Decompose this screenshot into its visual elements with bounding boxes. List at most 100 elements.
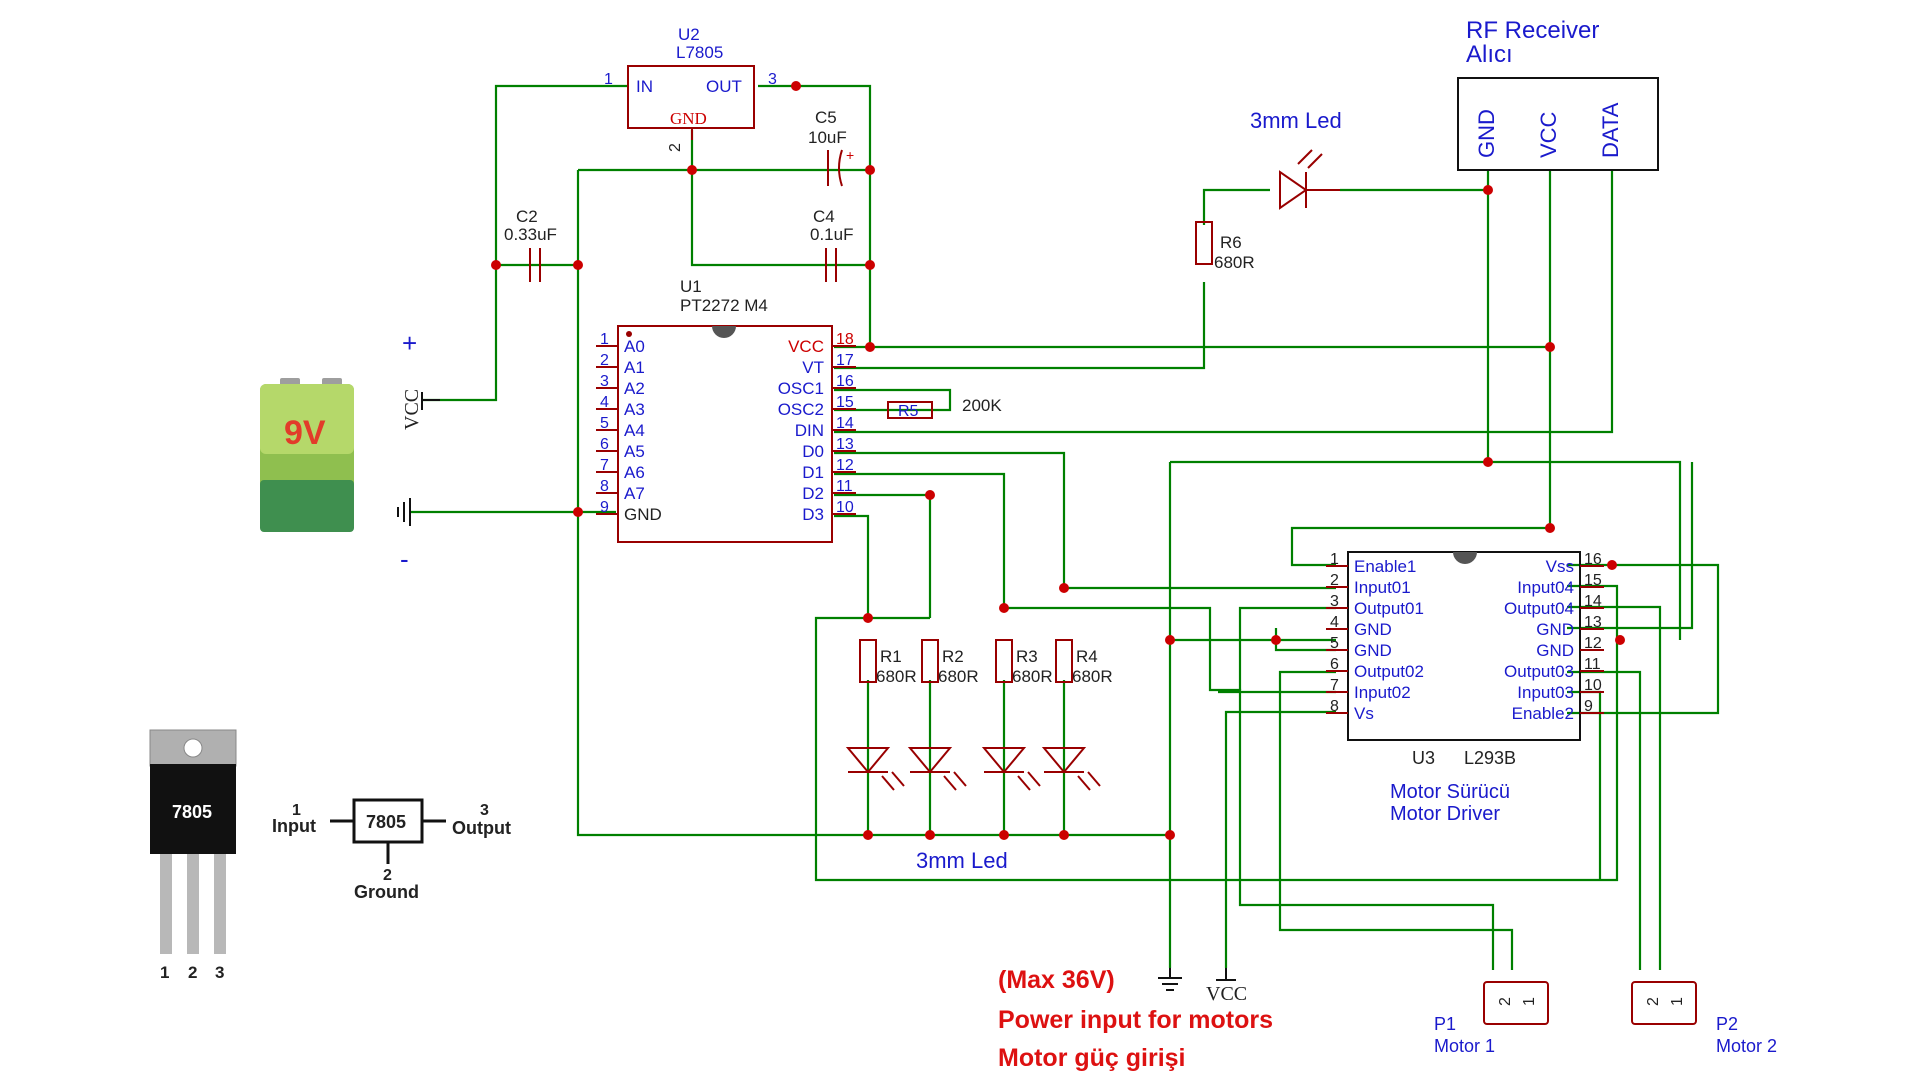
u1-pin-num: 15 (836, 394, 854, 411)
reg7805-pin-3: 3 (215, 963, 224, 982)
bottom-resistor-ref: R4 (1076, 647, 1098, 666)
reg7805-gnd-label: Ground (354, 882, 419, 902)
reg7805-out-label: Output (452, 818, 511, 838)
u3-pin-num: 2 (1330, 572, 1339, 589)
u1-pin-name: DIN (795, 421, 824, 440)
reg7805-in-label: Input (272, 816, 316, 836)
u3-pin-name: Vs (1354, 704, 1374, 723)
reg7805-package: 7805 1 2 3 (149, 729, 237, 982)
u2-pin-gnd: GND (670, 109, 707, 128)
wire-d3 (834, 514, 870, 618)
u1-ref: U1 (680, 277, 702, 296)
u1-pin-num: 10 (836, 499, 854, 516)
junctions (491, 81, 1625, 840)
u2-part: L7805 (676, 43, 723, 62)
u3-ref: U3 (1412, 748, 1435, 768)
c5-value: 10uF (808, 128, 847, 147)
wires (410, 84, 1720, 970)
u3-pin-name: GND (1354, 620, 1392, 639)
u2-num-gnd: 2 (667, 143, 684, 152)
u1-pin-num: 13 (836, 436, 854, 453)
wire-vss-en2 (1567, 563, 1720, 715)
u3-pin-name: GND (1354, 641, 1392, 660)
wire-vin (422, 84, 628, 402)
u3-pin-name: Input01 (1354, 578, 1411, 597)
u3-pin-name: GND (1536, 641, 1574, 660)
reg7805-body-label: 7805 (172, 802, 212, 822)
u1-pin-num: 6 (600, 436, 609, 453)
bottom-resistor-value: 680R (1012, 667, 1053, 686)
u3-pin-num: 6 (1330, 656, 1339, 673)
c2-capacitor: C2 0.33uF (504, 207, 557, 282)
wire-d0 (834, 451, 1066, 588)
motor-connector-p2: 2 1 P2 Motor 2 (1631, 981, 1777, 1056)
u1-pin-name: A7 (624, 484, 645, 503)
u1-pin-name: A2 (624, 379, 645, 398)
led-top-label: 3mm Led (1250, 108, 1342, 133)
p1-pin1: 1 (1521, 997, 1538, 1006)
p2-pin1: 1 (1669, 997, 1686, 1006)
u1-right-pins: 18VCC17VT16OSC115OSC214DIN13D012D111D210… (778, 331, 856, 524)
u1-part: PT2272 M4 (680, 296, 768, 315)
wire-d2-path (814, 584, 1619, 882)
u3-pin-name: Input03 (1517, 683, 1574, 702)
r5-value: 200K (962, 396, 1002, 415)
reg7805-block: 7805 1 Input 3 Output 2 Ground (272, 798, 511, 902)
u2-num-out: 3 (768, 71, 777, 88)
c2-ref: C2 (516, 207, 538, 226)
u3-pin-name: Input04 (1517, 578, 1574, 597)
u3-pin-name: Input02 (1354, 683, 1411, 702)
bottom-led (845, 747, 891, 774)
rf-subtitle: Alıcı (1466, 41, 1513, 68)
bottom-resistor-ref: R3 (1016, 647, 1038, 666)
u3-pin-num: 4 (1330, 614, 1339, 631)
wire-c4 (690, 130, 870, 267)
u3-pin-name: Vss (1546, 557, 1574, 576)
wire-osc (834, 388, 952, 412)
rf-receiver: RF Receiver Alıcı GND VCC DATA (1457, 17, 1659, 171)
wire-vt (834, 282, 1206, 370)
u1-pin-num: 9 (600, 499, 609, 516)
bottom-resistor-value: 680R (1072, 667, 1113, 686)
p1-label: Motor 1 (1434, 1036, 1495, 1056)
u2-regulator: U2 L7805 IN OUT GND 1 3 2 (604, 25, 777, 152)
u1-pin-num: 11 (836, 478, 853, 495)
bottom-resistor (921, 639, 939, 683)
r5-ref: R5 (898, 403, 919, 420)
p2-label: Motor 2 (1716, 1036, 1777, 1056)
u1-pin-num: 17 (836, 352, 854, 369)
u1-pin-name: A4 (624, 421, 645, 440)
bottom-led (1041, 747, 1087, 774)
u1-pin-num: 5 (600, 415, 609, 432)
r5-resistor: R5 200K (887, 396, 1002, 420)
bottom-resistor-value: 680R (938, 667, 979, 686)
u1-pin-num: 14 (836, 415, 854, 432)
u3-pin-num: 12 (1584, 635, 1602, 652)
bottom-resistor-ref: R1 (880, 647, 902, 666)
reg7805-gnd-num: 2 (383, 867, 392, 884)
u3-pin-name: Output03 (1504, 662, 1574, 681)
u1-pin-num: 16 (836, 373, 854, 390)
u3-pin-name: Output04 (1504, 599, 1574, 618)
u2-num-in: 1 (604, 71, 613, 88)
wire-output02 (1278, 670, 1514, 970)
wire-rf-data (834, 170, 1614, 434)
u1-pin-name: D0 (802, 442, 824, 461)
u3-pin-num: 9 (1584, 698, 1593, 715)
wire-r6-led (1202, 188, 1270, 225)
u1-pin-name: OSC2 (778, 400, 824, 419)
u1-pin-name: A0 (624, 337, 645, 356)
u3-pin-num: 8 (1330, 698, 1339, 715)
u1-pin-num: 1 (600, 331, 609, 348)
u3-pin-num: 7 (1330, 677, 1339, 694)
rf-pin-vcc: VCC (1536, 111, 1561, 158)
p2-pin2: 2 (1645, 997, 1662, 1006)
u1-pin-name: GND (624, 505, 662, 524)
u3-pin-num: 13 (1584, 614, 1602, 631)
leds-bottom-label: 3mm Led (916, 848, 1008, 873)
